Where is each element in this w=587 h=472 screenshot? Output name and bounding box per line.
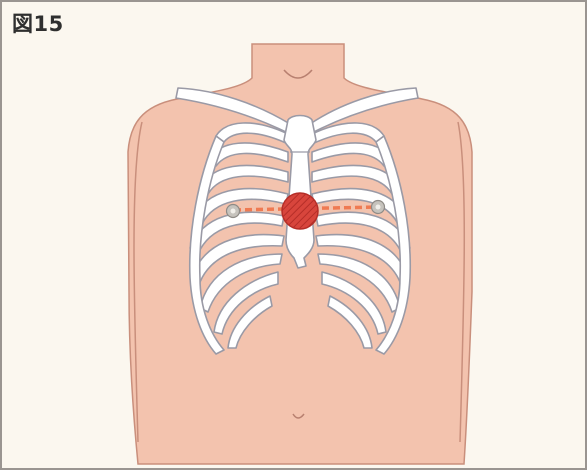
right-electrode-marker (372, 201, 385, 214)
left-electrode-marker (227, 205, 240, 218)
sternum-target-area (282, 193, 318, 229)
sternum (284, 116, 316, 269)
